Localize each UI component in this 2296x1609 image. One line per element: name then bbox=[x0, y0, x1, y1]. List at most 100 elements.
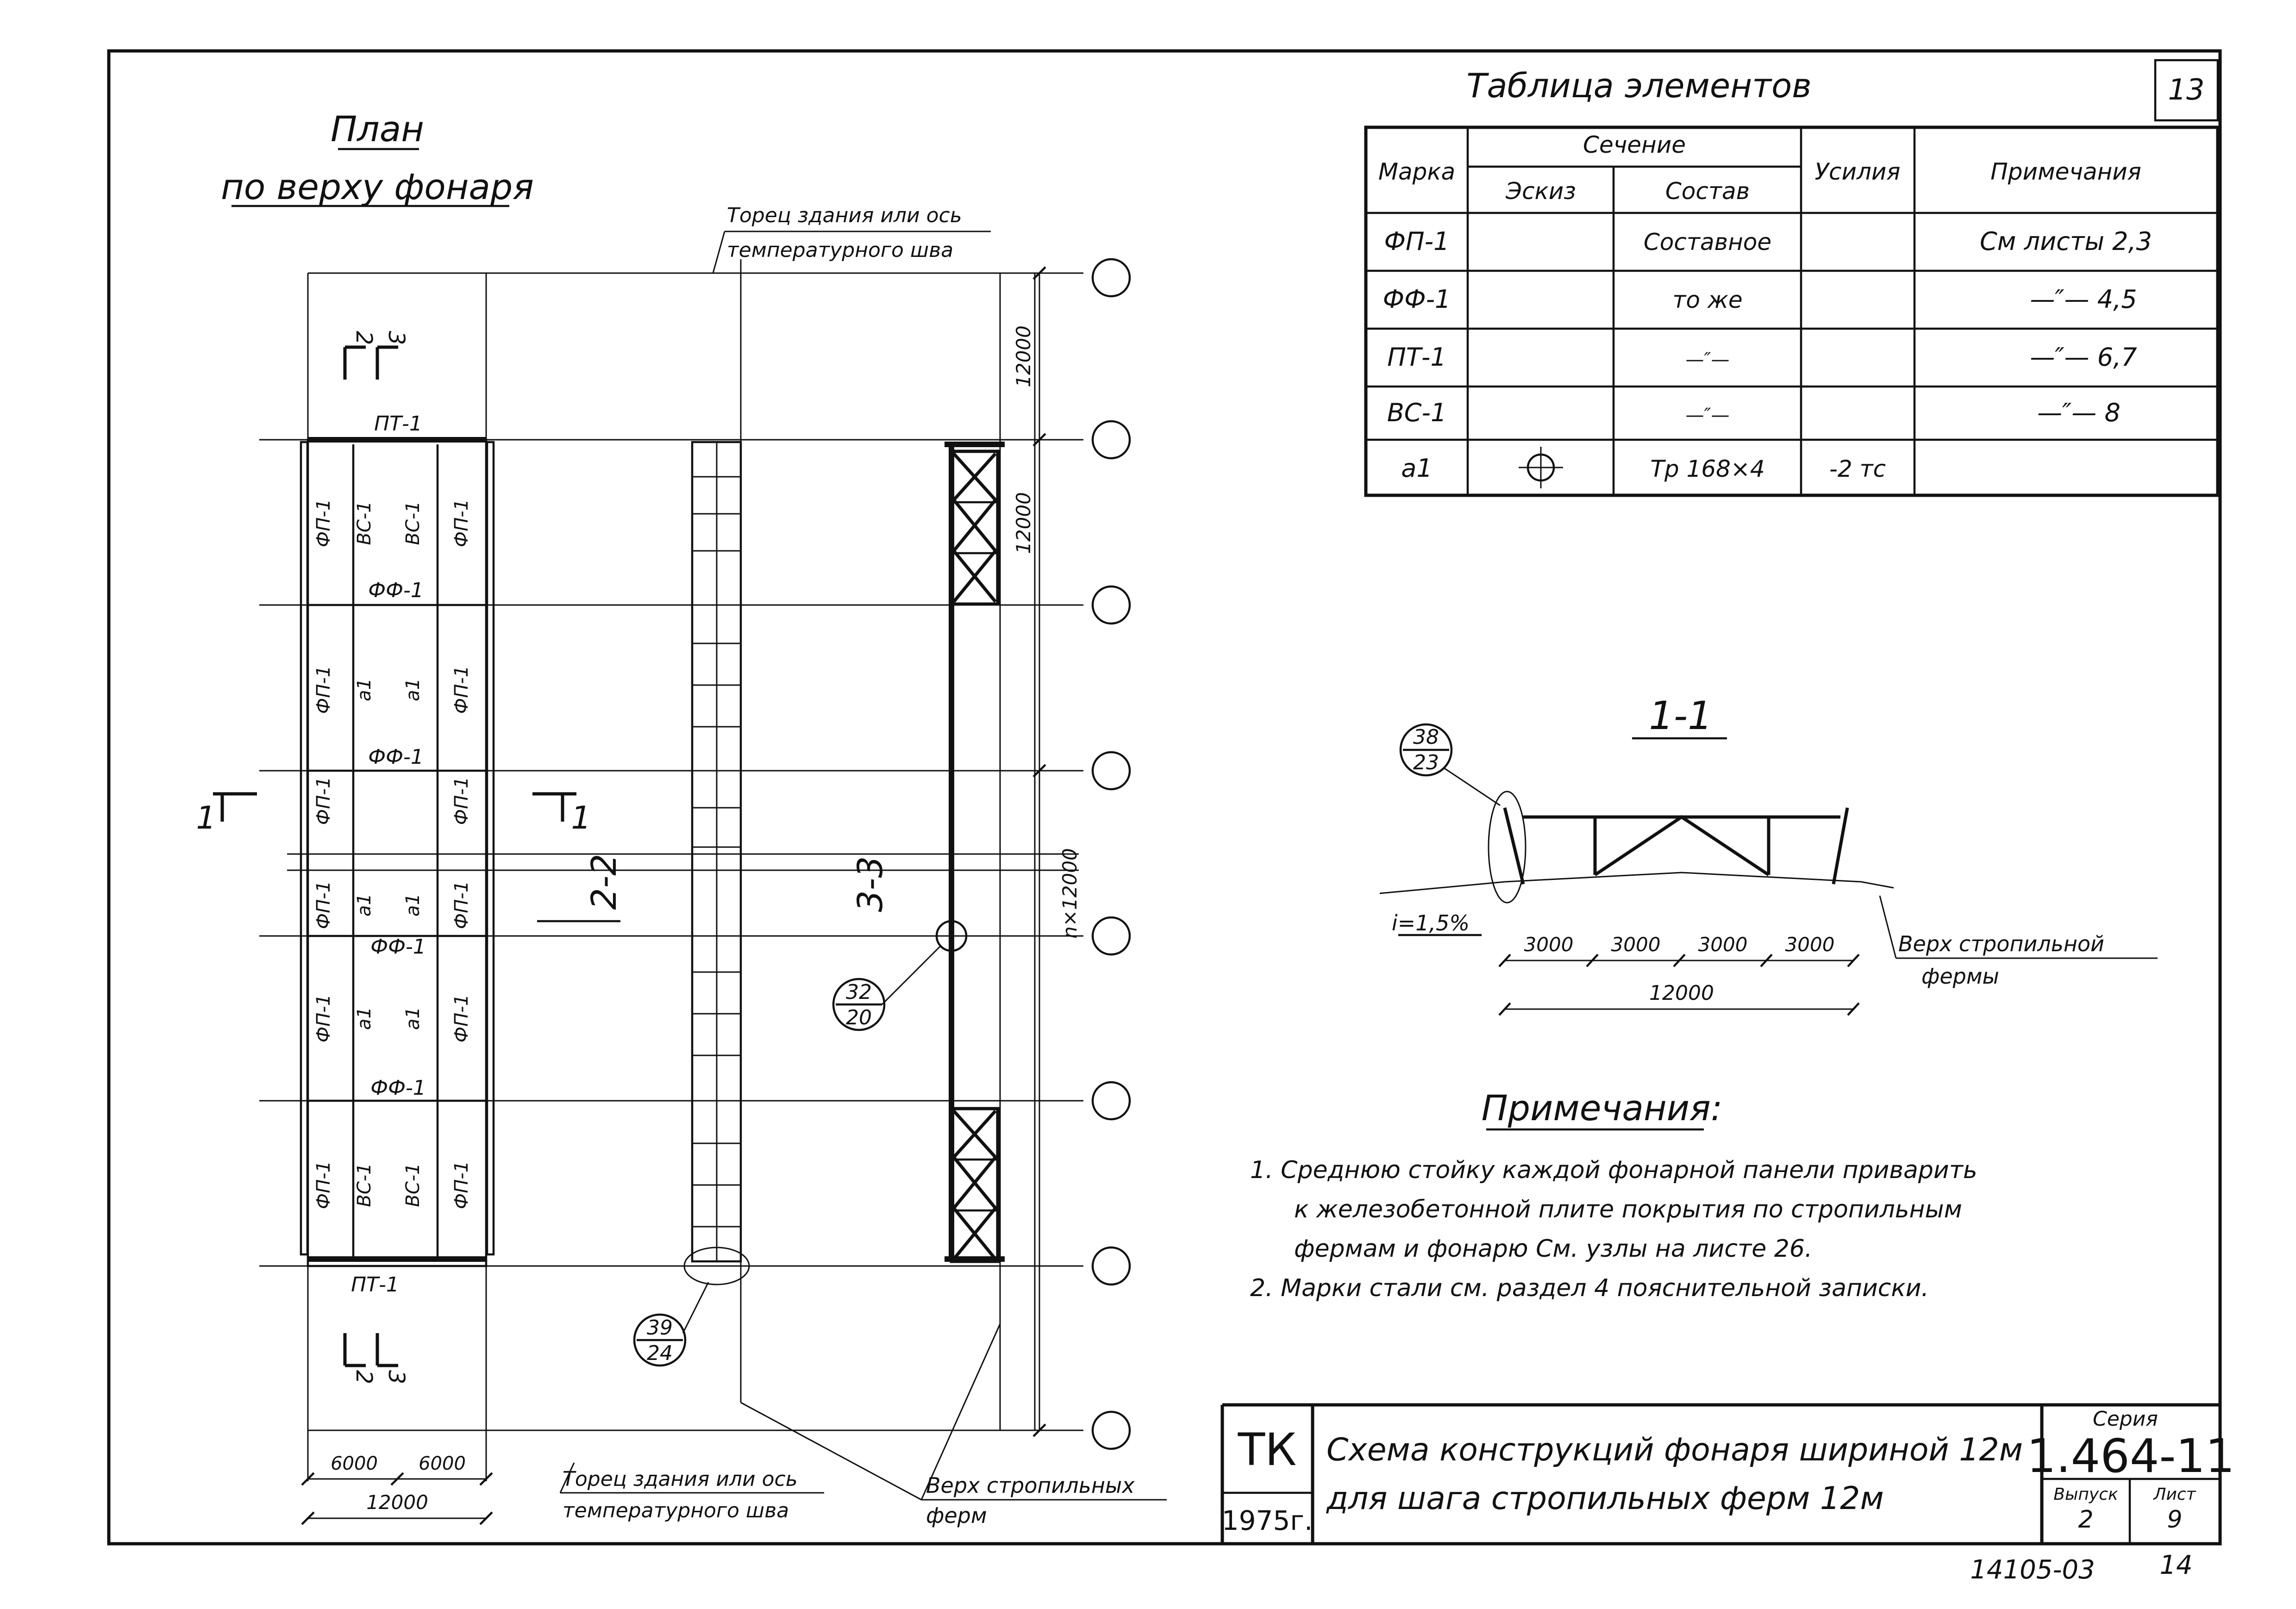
plan-top-note-2: температурного шва bbox=[727, 238, 953, 262]
section-dim-3: 3000 bbox=[1698, 933, 1748, 956]
callout-2-den: 24 bbox=[647, 1341, 673, 1365]
series-number: 1.464-11 bbox=[2027, 1429, 2235, 1483]
label-fp-r1: ФП-1 bbox=[451, 499, 472, 547]
series-label: Серия bbox=[2093, 1407, 2158, 1431]
dim-top: 12000 bbox=[1012, 325, 1035, 387]
label-pt-top: ПТ-1 bbox=[374, 412, 422, 436]
row-2-note: —″— 4,5 bbox=[2030, 285, 2137, 314]
label-a1-6: а1 bbox=[402, 1007, 424, 1030]
sheet-number: 13 bbox=[2168, 73, 2205, 106]
row-5-mark: а1 bbox=[1401, 454, 1432, 483]
section-dim-total: 12000 bbox=[1649, 981, 1714, 1005]
label-fp-r5: ФП-1 bbox=[451, 994, 472, 1042]
th-force: Усилия bbox=[1815, 158, 1901, 185]
section-callout-num: 38 bbox=[1413, 725, 1439, 749]
title-year: 1975г. bbox=[1222, 1505, 1313, 1536]
section-3-3-label: 3-3 bbox=[851, 856, 890, 912]
glazing-strip bbox=[683, 441, 750, 1285]
label-ff-4: ФФ-1 bbox=[370, 1076, 426, 1100]
notes-item-3: фермам и фонарю См. узлы на листе 26. bbox=[1294, 1235, 1812, 1263]
plan-bottom-note-1: Торец здания или ось bbox=[563, 1467, 798, 1491]
th-composition: Состав bbox=[1665, 178, 1750, 205]
label-fp-r6: ФП-1 bbox=[451, 1161, 472, 1209]
label-a1-1: а1 bbox=[354, 678, 375, 701]
plan-labels: ПТ-1 ПТ-1 ФФ-1 ФФ-1 ФФ-1 ФФ-1 ФП-1 ФП-1 … bbox=[313, 412, 472, 1297]
pipe-sketch-icon bbox=[1519, 447, 1563, 488]
section-mark-3-bottom: 3 bbox=[383, 1370, 409, 1384]
th-mark: Марка bbox=[1378, 158, 1455, 185]
footer-code: 14105-03 bbox=[1970, 1555, 2095, 1585]
label-ff-2: ФФ-1 bbox=[368, 745, 424, 769]
lantern-panels bbox=[300, 437, 495, 1267]
row-2-composition: то же bbox=[1672, 287, 1742, 313]
label-fp-l4: ФП-1 bbox=[313, 881, 334, 929]
row-3-composition: —″— bbox=[1686, 349, 1730, 370]
section-mark-1-left: 1 bbox=[196, 800, 216, 836]
footer-page: 14 bbox=[2159, 1550, 2192, 1580]
notes-item-2: к железобетонной плите покрытия по строп… bbox=[1294, 1196, 1962, 1223]
section-marks: 2 3 2 3 1 1 2-2 3-3 bbox=[196, 331, 890, 1384]
plan-subtitle: по верху фонаря bbox=[221, 166, 534, 207]
section-title: 1-1 bbox=[1649, 693, 1712, 738]
row-1-composition: Составное bbox=[1644, 229, 1771, 256]
dim-second: 12000 bbox=[1012, 492, 1035, 554]
right-dimension: 12000 12000 n×12000 bbox=[1012, 266, 1081, 1437]
label-vs-4: ВС-1 bbox=[402, 1163, 424, 1207]
title-org: ТК bbox=[1238, 1424, 1297, 1476]
axis-markers bbox=[1091, 258, 1131, 1450]
dim-bottom: 12000 bbox=[366, 1491, 428, 1514]
notes-title: Примечания: bbox=[1482, 1087, 1723, 1129]
section-mark-1-right: 1 bbox=[571, 800, 591, 836]
notes-item-4: 2. Марки стали см. раздел 4 пояснительно… bbox=[1250, 1274, 1929, 1302]
plan-view: План по верху фонаря bbox=[196, 108, 1167, 1528]
row-4-note: —″— 8 bbox=[2037, 398, 2121, 427]
notes-item-1: 1. Среднюю стойку каждой фонарной панели… bbox=[1250, 1156, 1977, 1184]
section-note-1: Верх стропильной bbox=[1898, 931, 2104, 956]
row-3-note: —″— 6,7 bbox=[2030, 343, 2137, 372]
section-2-2-label: 2-2 bbox=[584, 854, 624, 910]
row-3-mark: ПТ-1 bbox=[1387, 343, 1446, 372]
row-5-force: -2 тс bbox=[1829, 455, 1886, 482]
section-dim-1: 3000 bbox=[1524, 933, 1574, 956]
title-line-1: Схема конструкций фонаря шириной 12м bbox=[1326, 1432, 2023, 1468]
plan-callouts: 32 20 39 24 bbox=[633, 946, 941, 1367]
sheet-label: Лист bbox=[2152, 1485, 2196, 1504]
vertical-bracing bbox=[935, 442, 1005, 1263]
table-title: Таблица элементов bbox=[1466, 66, 1811, 105]
th-section: Сечение bbox=[1583, 131, 1686, 158]
section-mark-2-bottom: 2 bbox=[351, 1370, 377, 1384]
label-fp-l6: ФП-1 bbox=[313, 1161, 334, 1209]
plan-rafter-note-1: Верх стропильных bbox=[926, 1473, 1135, 1498]
label-vs-2: ВС-1 bbox=[402, 501, 424, 545]
row-5-composition: Тр 168×4 bbox=[1650, 455, 1764, 482]
label-vs-1: ВС-1 bbox=[354, 501, 375, 545]
label-fp-r2: ФП-1 bbox=[451, 666, 472, 714]
sheet-border bbox=[107, 49, 2222, 1546]
label-fp-l1: ФП-1 bbox=[313, 499, 334, 547]
title-line-2: для шага стропильных ферм 12м bbox=[1326, 1480, 1884, 1517]
row-1-mark: ФП-1 bbox=[1384, 227, 1450, 256]
sheet-number-box bbox=[2154, 59, 2219, 122]
th-sketch: Эскиз bbox=[1505, 178, 1576, 205]
plan-top-note-1: Торец здания или ось bbox=[727, 204, 962, 227]
issue-value: 2 bbox=[2078, 1506, 2093, 1534]
issue-label: Выпуск bbox=[2053, 1485, 2118, 1504]
title-block: ТК 1975г. Схема конструкций фонаря ширин… bbox=[1220, 1403, 2235, 1544]
label-fp-l2: ФП-1 bbox=[313, 666, 334, 714]
row-2-mark: ФФ-1 bbox=[1383, 285, 1451, 314]
plan-rafter-note-2: ферм bbox=[926, 1503, 987, 1528]
section-callout-den: 23 bbox=[1413, 751, 1439, 774]
label-pt-bottom: ПТ-1 bbox=[351, 1273, 399, 1297]
label-fp-l3: ФП-1 bbox=[313, 777, 334, 825]
label-a1-2: а1 bbox=[402, 678, 424, 701]
callout-1-den: 20 bbox=[846, 1006, 872, 1029]
notes-block: Примечания: 1. Среднюю стойку каждой фон… bbox=[1250, 1087, 1977, 1302]
section-slope: i=1,5% bbox=[1392, 911, 1470, 935]
section-mark-2-top: 2 bbox=[351, 331, 377, 345]
label-fp-l5: ФП-1 bbox=[313, 994, 334, 1042]
callout-1-num: 32 bbox=[846, 980, 872, 1004]
row-4-composition: —″— bbox=[1686, 405, 1730, 426]
label-fp-r4: ФП-1 bbox=[451, 881, 472, 929]
dim-total: n×12000 bbox=[1058, 848, 1081, 938]
